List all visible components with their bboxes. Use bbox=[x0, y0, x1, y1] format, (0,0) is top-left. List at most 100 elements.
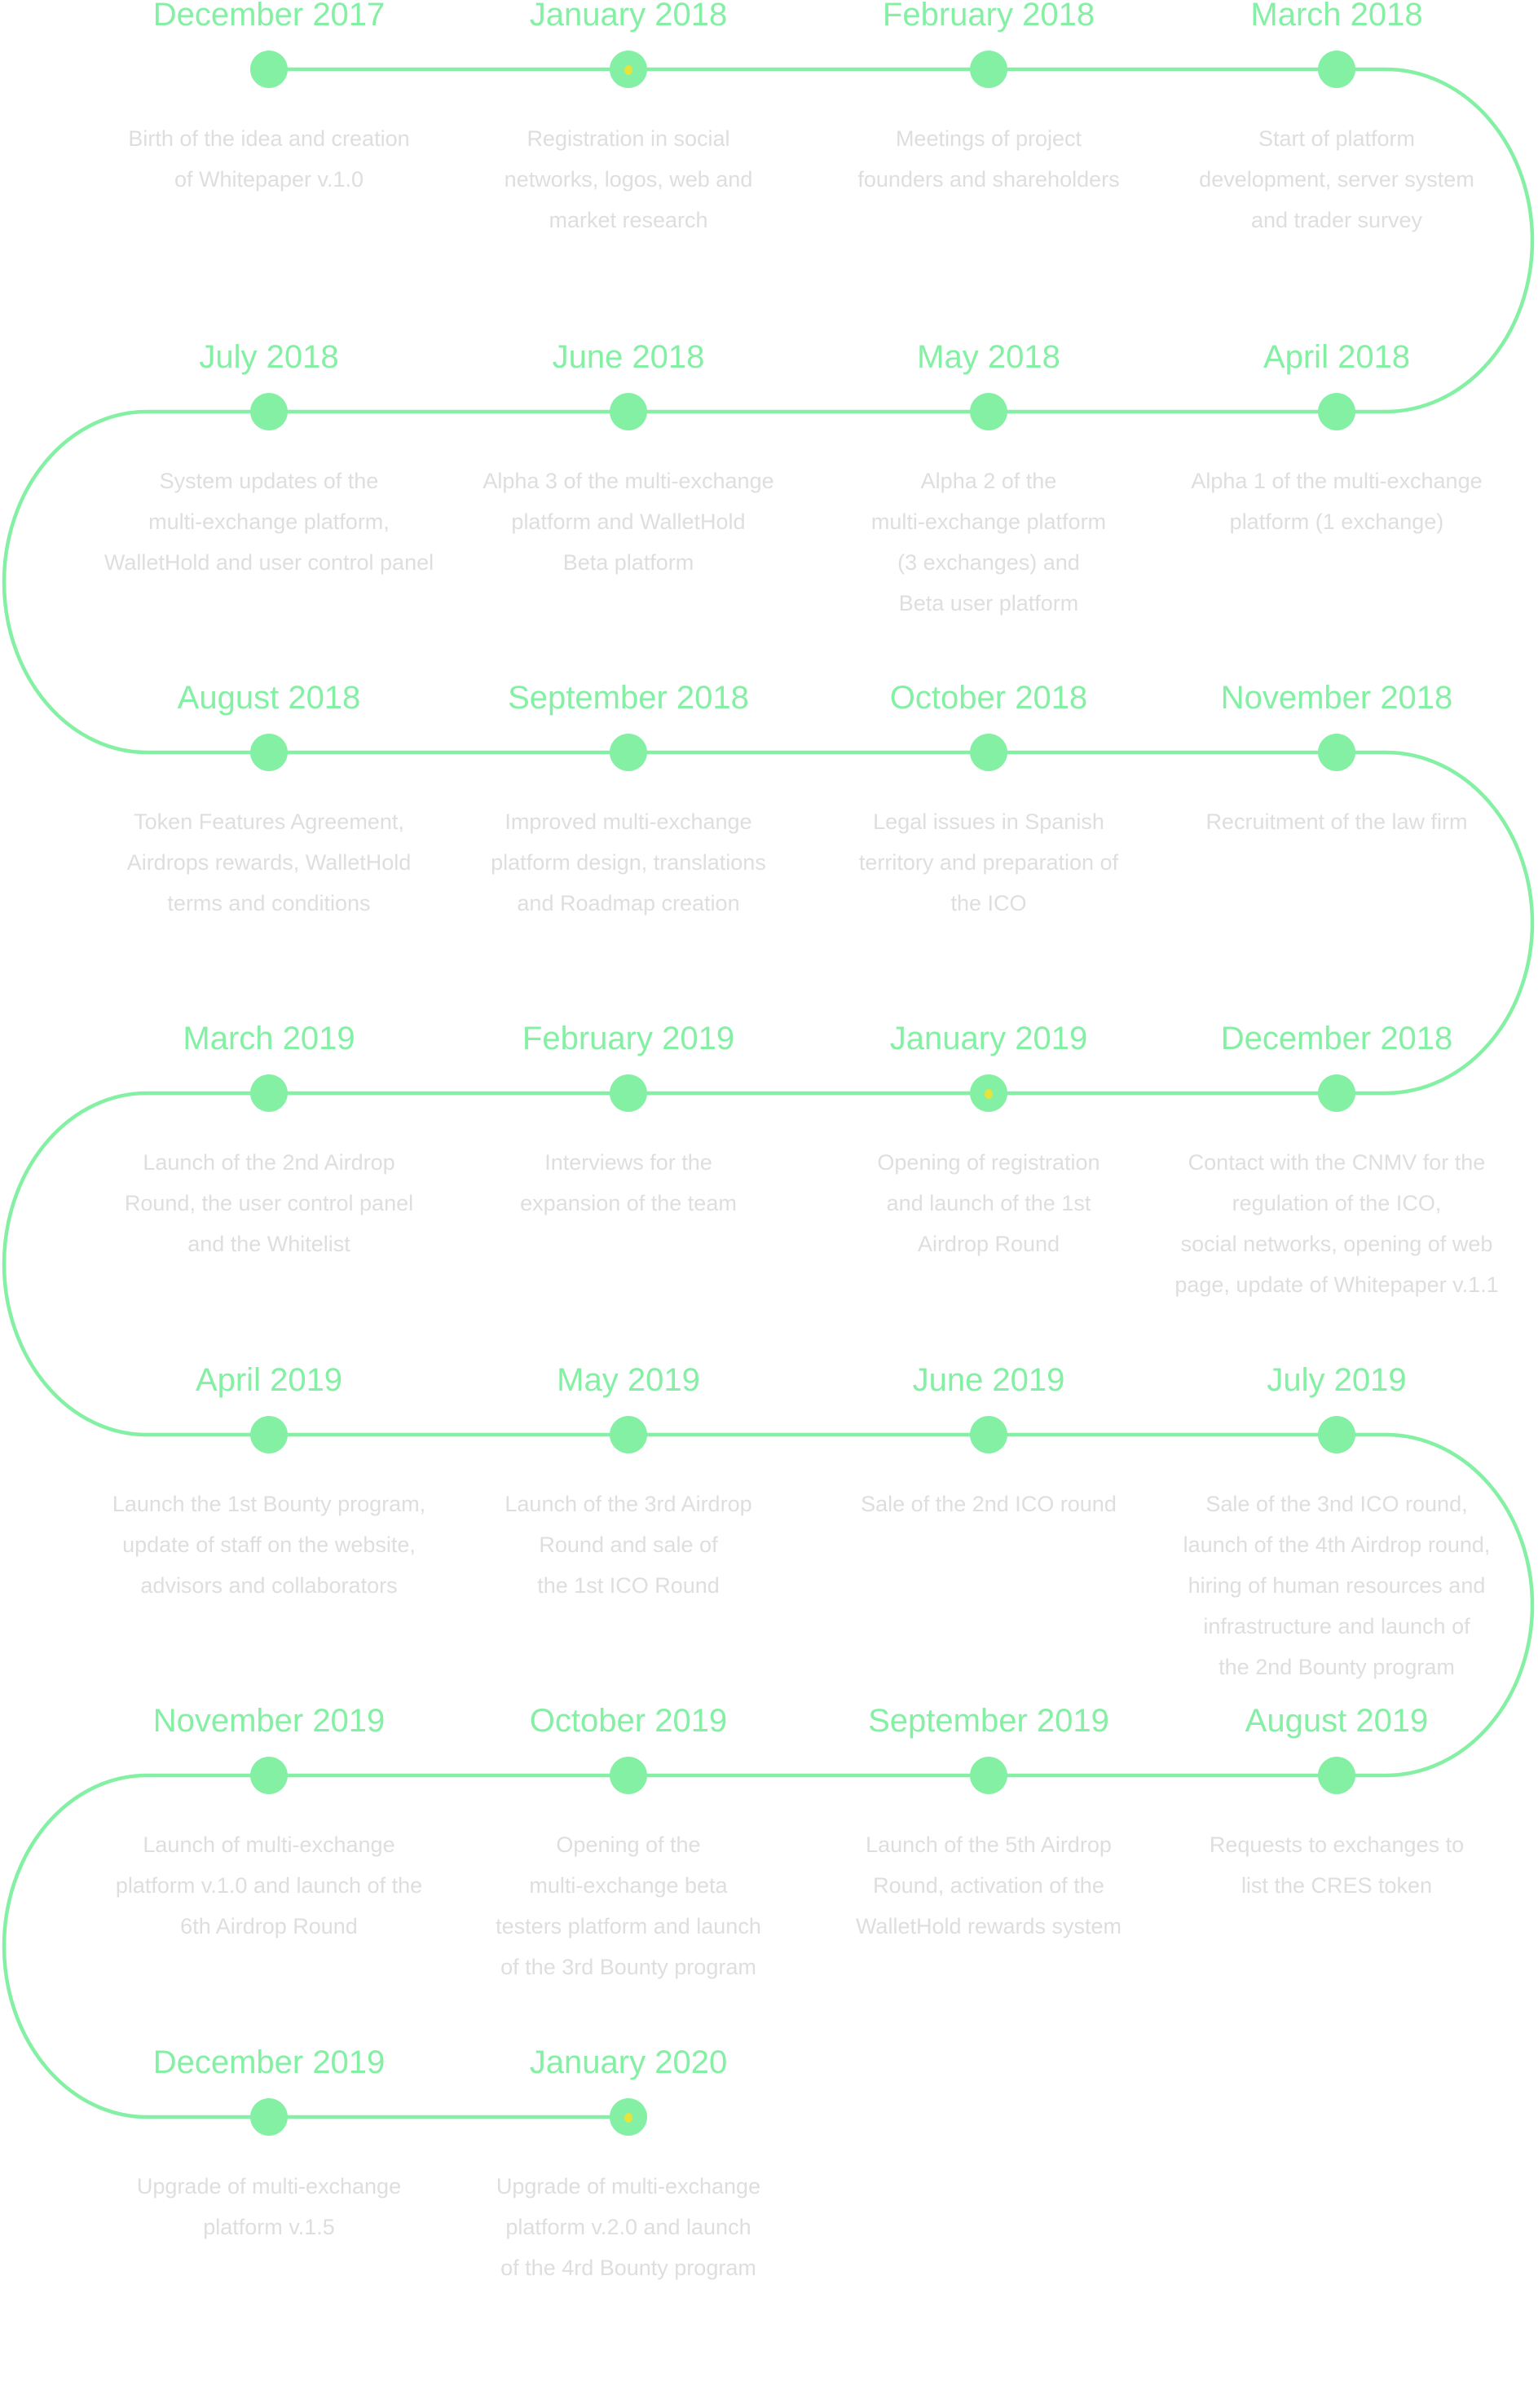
description-line: Interviews for the bbox=[544, 1150, 712, 1175]
description-line: Birth of the idea and creation bbox=[128, 126, 410, 151]
milestone-description: Requests to exchanges to list the CRES to… bbox=[1125, 1824, 1538, 1906]
milestone-date: April 2019 bbox=[195, 1362, 343, 1398]
milestone-date: May 2019 bbox=[557, 1362, 700, 1398]
description-line: founders and shareholders bbox=[857, 167, 1120, 192]
description-line: platform v.1.0 and launch of the bbox=[115, 1873, 423, 1898]
description-line: 6th Airdrop Round bbox=[180, 1914, 358, 1938]
description-line: Airdrops rewards, WalletHold bbox=[126, 850, 412, 875]
milestone-date: December 2019 bbox=[152, 2044, 386, 2080]
description-line: multi-exchange platform, bbox=[148, 509, 390, 534]
milestone-date: July 2018 bbox=[199, 339, 339, 375]
description-line: Sale of the 3nd ICO round, bbox=[1205, 1492, 1468, 1516]
description-line: WalletHold rewards system bbox=[855, 1914, 1122, 1938]
description-line: launch of the 4th Airdrop round, bbox=[1183, 1533, 1491, 1557]
description-line: Upgrade of multi-exchange bbox=[496, 2174, 761, 2199]
milestone-dot bbox=[610, 1757, 647, 1794]
description-line: multi-exchange platform bbox=[870, 509, 1107, 534]
description-line: hiring of human resources and bbox=[1188, 1573, 1486, 1598]
milestone-dot bbox=[970, 1757, 1007, 1794]
description-line: Launch the 1st Bounty program, bbox=[112, 1492, 426, 1516]
description-line: and Roadmap creation bbox=[517, 891, 740, 915]
current-milestone-dot bbox=[970, 1074, 1007, 1112]
description-line: platform v.1.5 bbox=[203, 2215, 335, 2239]
milestone-description: Recruitment of the law firm bbox=[1125, 801, 1538, 842]
milestone-date: September 2018 bbox=[508, 680, 749, 716]
description-line: terms and conditions bbox=[167, 891, 371, 915]
milestone-dot bbox=[970, 734, 1007, 771]
milestone-dot bbox=[1318, 1074, 1355, 1112]
milestone-date: August 2019 bbox=[1245, 1703, 1429, 1739]
current-marker-icon bbox=[624, 2113, 632, 2123]
milestone-dot bbox=[970, 1416, 1007, 1453]
description-line: infrastructure and launch of bbox=[1203, 1614, 1470, 1638]
milestone-description: Birth of the idea and creation of Whitepa… bbox=[57, 118, 481, 200]
description-line: multi-exchange beta bbox=[529, 1873, 728, 1898]
milestone-description: Sale of the 2nd ICO round bbox=[777, 1484, 1201, 1524]
milestone-dot bbox=[610, 1416, 647, 1453]
milestone-dot bbox=[610, 393, 647, 430]
milestone-date: April 2018 bbox=[1263, 339, 1411, 375]
milestone-date: May 2018 bbox=[917, 339, 1060, 375]
description-line: Round and sale of bbox=[539, 1533, 718, 1557]
description-line: platform and WalletHold bbox=[511, 509, 746, 534]
description-line: Meetings of project bbox=[895, 126, 1082, 151]
description-line: page, update of Whitepaper v.1.1 bbox=[1174, 1272, 1499, 1297]
description-line: Registration in social bbox=[527, 126, 730, 151]
milestone-dot bbox=[970, 51, 1007, 88]
milestone-dot bbox=[250, 51, 288, 88]
milestone-dot bbox=[250, 393, 288, 430]
description-line: and launch of the 1st bbox=[886, 1191, 1091, 1215]
milestone-description: Interviews for the expansion of the team bbox=[416, 1142, 840, 1224]
description-line: Opening of registration bbox=[877, 1150, 1100, 1175]
milestone-date: July 2019 bbox=[1267, 1362, 1407, 1398]
current-milestone-dot bbox=[610, 2098, 647, 2136]
description-line: Contact with the CNMV for the bbox=[1188, 1150, 1486, 1175]
description-line: Improved multi-exchange bbox=[505, 809, 752, 834]
milestone-date: November 2019 bbox=[152, 1703, 386, 1739]
milestone-dot bbox=[250, 1074, 288, 1112]
description-line: of Whitepaper v.1.0 bbox=[174, 167, 364, 192]
milestone-date: September 2019 bbox=[868, 1703, 1109, 1739]
milestone-description: System updates of the multi-exchange plat… bbox=[57, 461, 481, 583]
description-line: Alpha 2 of the bbox=[920, 469, 1057, 493]
milestone-dot bbox=[1318, 1416, 1355, 1453]
milestone-date: June 2019 bbox=[912, 1362, 1065, 1398]
milestone-dot bbox=[250, 1416, 288, 1453]
description-line: Launch of the 2nd Airdrop bbox=[143, 1150, 395, 1175]
description-line: Requests to exchanges to bbox=[1209, 1832, 1465, 1857]
current-marker-icon bbox=[985, 1089, 993, 1099]
description-line: Legal issues in Spanish bbox=[873, 809, 1104, 834]
description-line: expansion of the team bbox=[520, 1191, 737, 1215]
milestone-dot bbox=[1318, 393, 1355, 430]
milestone-dot bbox=[610, 734, 647, 771]
milestone-date: June 2018 bbox=[552, 339, 705, 375]
milestone-date: August 2018 bbox=[177, 680, 361, 716]
description-line: territory and preparation of bbox=[858, 850, 1119, 875]
milestone-dot bbox=[250, 1757, 288, 1794]
milestone-date: December 2017 bbox=[152, 0, 386, 33]
description-line: list the CRES token bbox=[1241, 1873, 1433, 1898]
milestone-date: March 2018 bbox=[1250, 0, 1423, 33]
description-line: social networks, opening of web bbox=[1180, 1232, 1493, 1256]
description-line: platform (1 exchange) bbox=[1229, 509, 1444, 534]
description-line: Start of platform bbox=[1258, 126, 1416, 151]
description-line: System updates of the bbox=[159, 469, 379, 493]
description-line: Round, activation of the bbox=[873, 1873, 1104, 1898]
milestone-dot bbox=[250, 734, 288, 771]
description-line: Token Features Agreement, bbox=[134, 809, 404, 834]
milestone-date: January 2020 bbox=[529, 2044, 728, 2080]
description-line: of the 4rd Bounty program bbox=[500, 2256, 756, 2280]
milestone-description: Meetings of project founders and sharehol… bbox=[777, 118, 1201, 200]
current-marker-icon bbox=[624, 65, 632, 75]
description-line: WalletHold and user control panel bbox=[104, 550, 434, 575]
current-milestone-dot bbox=[610, 51, 647, 88]
